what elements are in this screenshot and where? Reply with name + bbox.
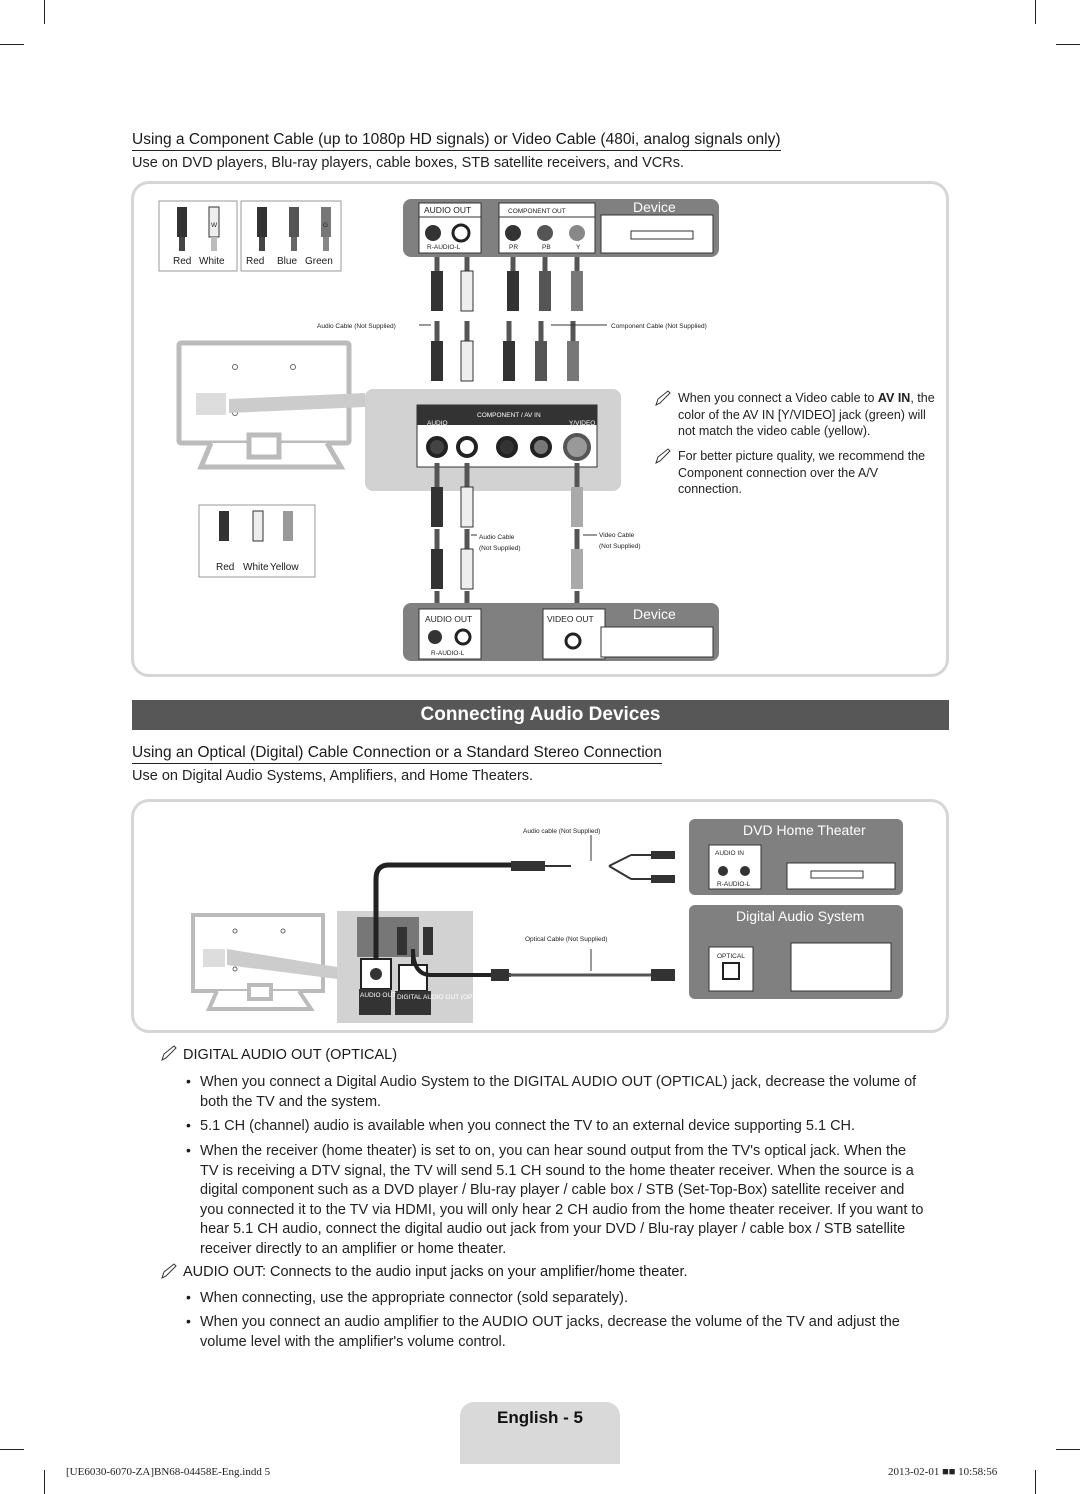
device-label-2: Device <box>633 606 676 622</box>
legend-label-green: Green <box>305 256 333 267</box>
audio-out-label-1: AUDIO OUT <box>424 205 471 215</box>
svg-text:G: G <box>323 222 328 229</box>
digital-audio-system-label: Digital Audio System <box>736 908 864 924</box>
crop-mark <box>1056 1449 1080 1450</box>
optical-cable-label: Optical Cable (Not Supplied) <box>525 936 607 943</box>
legend-label-red-2: Red <box>246 256 265 267</box>
page-number-label: English - 5 <box>497 1408 583 1427</box>
audio-cable-label-2: Audio cable (Not Supplied) <box>523 828 600 835</box>
page-number-tab <box>460 1402 620 1464</box>
bullet: • <box>186 1142 191 1158</box>
section-heading-component: Using a Component Cable (up to 1080p HD … <box>132 131 781 151</box>
section-heading-audio: Using an Optical (Digital) Cable Connect… <box>132 744 662 764</box>
crop-mark <box>44 1470 45 1494</box>
tv-jacks <box>426 433 591 461</box>
svg-text:Y: Y <box>576 244 581 251</box>
crop-mark <box>1035 1470 1036 1494</box>
component-connection-diagram: W G COMPONENT / AV IN AUDIO Y/VIDEO AUDI <box>158 199 719 661</box>
video-out-label: VIDEO OUT <box>547 614 594 624</box>
legend-label-red-3: Red <box>216 562 235 573</box>
legend-box-audio <box>158 200 238 272</box>
component-cable-label: Component Cable (Not Supplied) <box>611 323 707 330</box>
audio-out-label-2: AUDIO OUT <box>425 614 472 624</box>
note-pencil-icon <box>161 1045 177 1061</box>
bullet: • <box>186 1117 191 1133</box>
bullet: • <box>186 1289 191 1305</box>
note-component-quality: For better picture quality, we recommend… <box>678 449 926 496</box>
svg-text:Video Cable: Video Cable <box>599 532 635 539</box>
bullet: • <box>186 1313 191 1329</box>
svg-text:R-AUDIO-L: R-AUDIO-L <box>427 244 461 251</box>
audio-out-bullet-2: When you connect an audio amplifier to t… <box>200 1314 900 1350</box>
tv-illustration-1 <box>176 340 352 470</box>
section-description-component: Use on DVD players, Blu-ray players, cab… <box>132 155 685 171</box>
device-label-1: Device <box>633 199 676 215</box>
legend-label-blue: Blue <box>277 256 298 267</box>
note-pencil-icon <box>655 448 671 464</box>
svg-text:Audio Cable: Audio Cable <box>479 534 515 541</box>
crop-mark <box>0 1449 24 1450</box>
svg-text:W: W <box>211 222 218 229</box>
legend-label-white-2: White <box>243 562 269 573</box>
component-out-label: COMPONENT OUT <box>508 208 566 215</box>
svg-text:OPTICAL: OPTICAL <box>717 953 745 960</box>
dvd-home-theater-label: DVD Home Theater <box>743 822 866 838</box>
digital-audio-bullet-1: When you connect a Digital Audio System … <box>200 1074 917 1110</box>
note-pencil-icon <box>161 1263 177 1279</box>
svg-text:Y/VIDEO: Y/VIDEO <box>569 420 595 427</box>
audio-out-note-text: : Connects to the audio input jacks on y… <box>261 1264 688 1280</box>
audio-cable-label-1: Audio Cable (Not Supplied) <box>317 323 396 330</box>
svg-text:AUDIO IN: AUDIO IN <box>715 850 744 857</box>
note-video-cable: When you connect a Video cable to AV IN,… <box>678 391 935 438</box>
crop-mark <box>44 0 45 24</box>
digital-audio-note-title: DIGITAL AUDIO OUT (OPTICAL) <box>183 1047 398 1063</box>
plugs-upper <box>431 270 583 382</box>
legend-label-yellow: Yellow <box>270 562 299 573</box>
footer-file-info: [UE6030-6070-ZA]BN68-04458E-Eng.indd 5 <box>66 1466 271 1478</box>
tv-panel-strip: COMPONENT / AV IN <box>477 412 541 419</box>
note-pencil-icon <box>655 390 671 406</box>
component-cables <box>434 257 580 341</box>
crop-mark <box>1035 0 1036 24</box>
crop-mark <box>0 44 24 45</box>
device-box-1 <box>403 199 719 257</box>
crop-mark <box>1056 44 1080 45</box>
svg-text:AUDIO OUT: AUDIO OUT <box>360 992 396 999</box>
audio-out-note-label: AUDIO OUT <box>183 1264 262 1280</box>
svg-text:PR: PR <box>509 244 518 251</box>
svg-text:AUDIO: AUDIO <box>427 420 448 427</box>
audio-connection-diagram: Audio cable (Not Supplied) Optical Cable… <box>191 819 903 1023</box>
svg-text:DIGITAL AUDIO OUT (OPTICAL): DIGITAL AUDIO OUT (OPTICAL) <box>397 994 493 1001</box>
digital-audio-bullet-2: 5.1 CH (channel) audio is available when… <box>200 1118 856 1134</box>
section-description-audio: Use on Digital Audio Systems, Amplifiers… <box>132 768 534 784</box>
audio-out-bullet-1: When connecting, use the appropriate con… <box>200 1290 628 1306</box>
svg-text:PB: PB <box>542 244 551 251</box>
svg-text:(Not Supplied): (Not Supplied) <box>599 543 641 550</box>
digital-audio-bullet-3: When the receiver (home theater) is set … <box>200 1143 924 1257</box>
svg-text:(Not Supplied): (Not Supplied) <box>479 545 521 552</box>
legend-label-red: Red <box>173 256 192 267</box>
legend-label-white: White <box>199 256 225 267</box>
audio-out-note: AUDIO OUT: Connects to the audio input j… <box>183 1264 688 1280</box>
svg-text:R-AUDIO-L: R-AUDIO-L <box>717 881 751 888</box>
bullet: • <box>186 1073 191 1089</box>
svg-text:R-AUDIO-L: R-AUDIO-L <box>431 650 465 657</box>
legend-plugs-top <box>177 206 331 251</box>
footer-timestamp: 2013-02-01 ■■ 10:58:56 <box>888 1466 998 1478</box>
section-banner-audio: Connecting Audio Devices <box>132 700 949 730</box>
device-box-2 <box>403 603 719 661</box>
